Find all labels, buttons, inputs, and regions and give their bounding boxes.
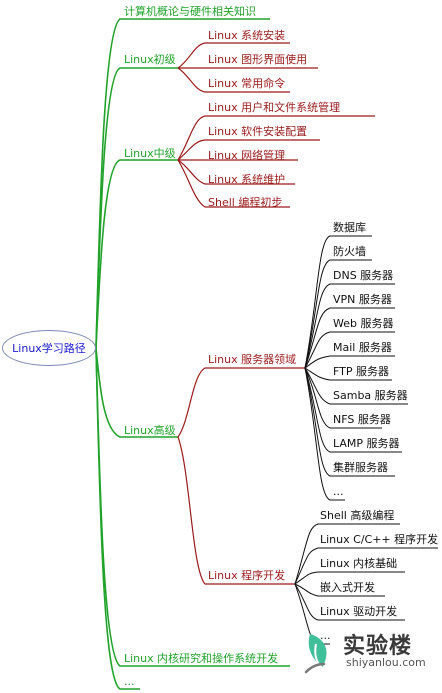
beginner-item: Linux 图形界面使用 <box>208 53 308 66</box>
server-item: 防火墙 <box>333 245 366 258</box>
server-item: FTP 服务器 <box>333 365 389 378</box>
node-kernel: Linux 内核研究和操作系统开发 <box>124 652 279 665</box>
server-item: DNS 服务器 <box>333 269 394 282</box>
node-server: Linux 服务器领域 <box>208 353 297 366</box>
dev-item: Linux C/C++ 程序开发 <box>320 533 439 546</box>
intermediate-item: Linux 软件安装配置 <box>208 125 308 138</box>
dev-item: 嵌入式开发 <box>320 581 375 594</box>
beginner-item: Linux 系统安装 <box>208 29 286 42</box>
intermediate-item: Linux 用户和文件系统管理 <box>208 101 341 114</box>
node-beginner: Linux初级 <box>124 53 176 66</box>
server-item: Mail 服务器 <box>333 341 392 354</box>
intermediate-item: Linux 系统维护 <box>208 173 286 186</box>
node-dev: Linux 程序开发 <box>208 569 286 582</box>
beginner-item: Linux 常用命令 <box>208 77 286 90</box>
node-more: ... <box>124 675 135 688</box>
logo-url: shiyanlou.com <box>346 656 426 669</box>
server-item: VPN 服务器 <box>333 293 392 306</box>
server-item: 集群服务器 <box>333 461 388 474</box>
server-item: ... <box>333 485 344 498</box>
server-item: Samba 服务器 <box>333 389 408 402</box>
intermediate-item: Linux 网络管理 <box>208 149 286 162</box>
root-node: Linux学习路径 <box>2 330 96 366</box>
server-item: 数据库 <box>333 221 366 234</box>
server-item: Web 服务器 <box>333 317 394 330</box>
intermediate-item: Shell 编程初步 <box>208 196 283 209</box>
dev-item: Shell 高级编程 <box>320 509 395 522</box>
dev-item: ... <box>320 629 331 642</box>
node-intermediate: Linux中级 <box>124 147 176 160</box>
dev-item: Linux 驱动开发 <box>320 605 398 618</box>
node-advanced: Linux高级 <box>124 424 176 437</box>
node-basics: 计算机概论与硬件相关知识 <box>124 5 256 18</box>
dev-item: Linux 内核基础 <box>320 557 398 570</box>
leaf-icon <box>304 634 327 674</box>
server-item: LAMP 服务器 <box>333 437 400 450</box>
shiyanlou-logo: 实验楼 shiyanlou.com <box>300 626 430 676</box>
server-item: NFS 服务器 <box>333 413 391 426</box>
logo-name: 实验楼 <box>343 634 413 659</box>
